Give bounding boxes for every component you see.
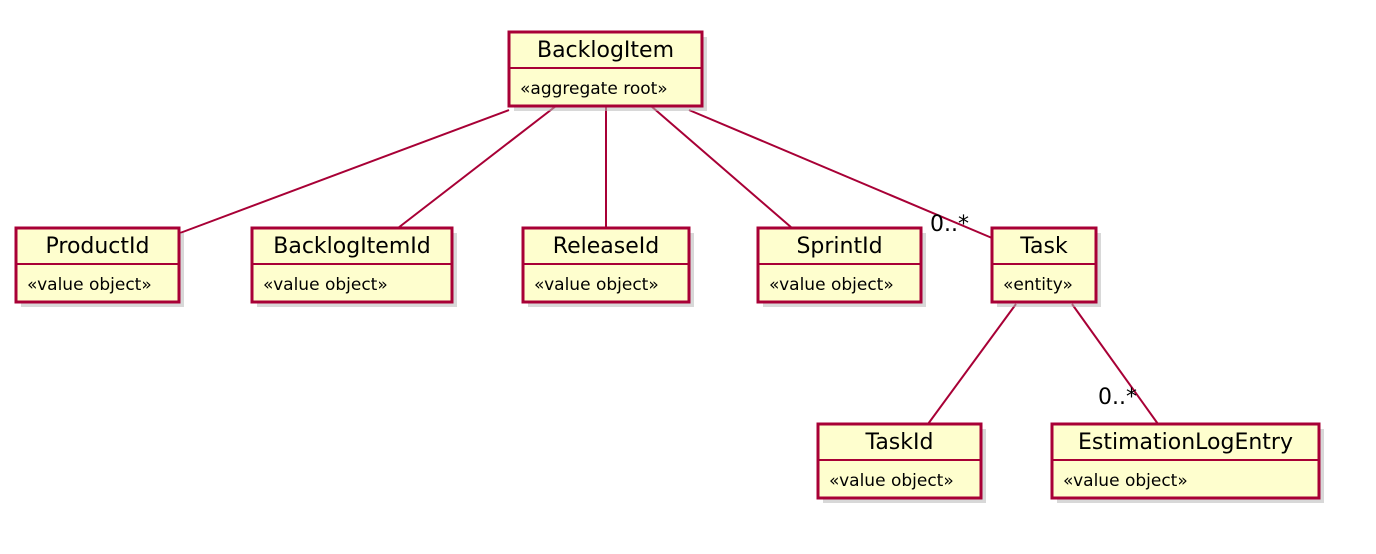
- class-stereotype: «value object»: [769, 275, 894, 295]
- edge-backlog-item-backlog-item-id: [397, 105, 557, 229]
- class-stereotype: «value object»: [263, 275, 388, 295]
- class-stereotype: «value object»: [829, 471, 954, 491]
- class-node-task-id[interactable]: TaskId «value object»: [816, 422, 986, 503]
- class-stereotype: «value object»: [534, 275, 659, 295]
- class-node-backlog-item[interactable]: BacklogItem «aggregate root»: [507, 30, 707, 111]
- class-name: EstimationLogEntry: [1078, 430, 1293, 455]
- edge-task-task-id: [927, 303, 1017, 425]
- multiplicity-label-estimation-log-entry: 0..*: [1098, 385, 1137, 410]
- class-name: Task: [1019, 234, 1068, 259]
- class-node-task[interactable]: Task «entity»: [990, 226, 1101, 307]
- class-node-sprint-id[interactable]: SprintId «value object»: [756, 226, 926, 307]
- class-name: SprintId: [796, 234, 882, 259]
- class-stereotype: «aggregate root»: [520, 79, 668, 99]
- edge-task-estimation-log-entry: [1071, 303, 1159, 425]
- edges-layer: [179, 105, 1159, 425]
- class-node-backlog-item-id[interactable]: BacklogItemId «value object»: [250, 226, 457, 307]
- edge-backlog-item-sprint-id: [650, 105, 793, 229]
- class-node-release-id[interactable]: ReleaseId «value object»: [521, 226, 694, 307]
- nodes-layer: BacklogItem «aggregate root» ProductId «…: [14, 30, 1324, 503]
- class-stereotype: «value object»: [27, 275, 152, 295]
- class-stereotype: «entity»: [1003, 275, 1073, 295]
- multiplicity-layer: 0..* 0..*: [930, 212, 1137, 410]
- multiplicity-label-task: 0..*: [930, 212, 969, 237]
- class-name: TaskId: [865, 430, 934, 455]
- class-node-estimation-log-entry[interactable]: EstimationLogEntry «value object»: [1050, 422, 1324, 503]
- class-node-product-id[interactable]: ProductId «value object»: [14, 226, 184, 307]
- class-name: BacklogItemId: [273, 234, 430, 259]
- class-stereotype: «value object»: [1063, 471, 1188, 491]
- class-name: ReleaseId: [553, 234, 659, 259]
- edge-backlog-item-product-id: [179, 109, 510, 234]
- class-name: ProductId: [46, 234, 150, 259]
- class-name: BacklogItem: [537, 38, 674, 63]
- edge-backlog-item-task: [688, 109, 993, 239]
